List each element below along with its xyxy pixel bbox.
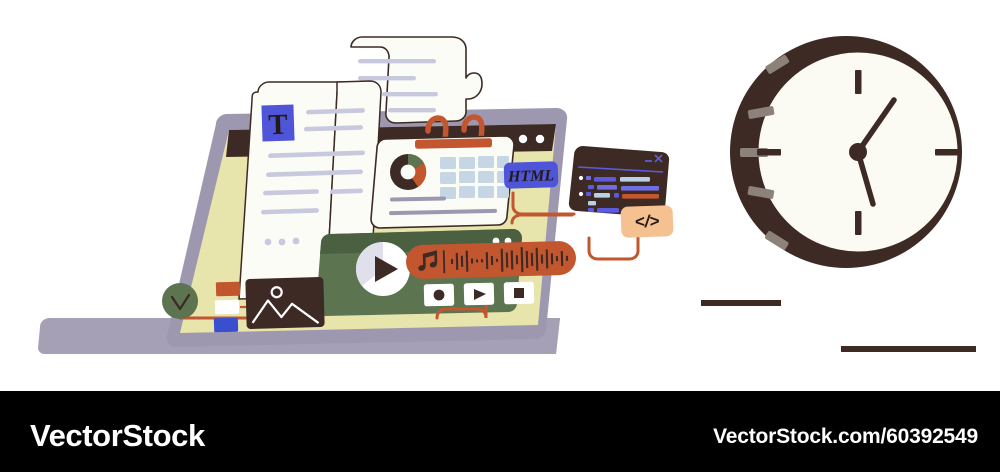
image-placeholder — [245, 277, 325, 329]
mountain-sun-icon — [251, 286, 320, 324]
clock-center-pin — [849, 143, 867, 161]
data-grid — [440, 156, 509, 199]
stop-button[interactable] — [503, 281, 535, 305]
doc-text-line — [382, 92, 438, 97]
binder-ring — [461, 114, 485, 142]
video-dot — [492, 237, 500, 245]
waveform — [450, 247, 569, 273]
swatch-white — [214, 299, 240, 315]
vectorstock-logo-text: VectorStock — [30, 418, 205, 453]
play-icon — [375, 256, 398, 282]
play-control-button[interactable] — [463, 282, 495, 306]
close-icon — [654, 154, 663, 163]
doc-text-line — [358, 76, 416, 81]
titlebar-dot — [518, 134, 528, 144]
text-tool-icon — [261, 104, 295, 142]
doc-dot — [264, 238, 272, 246]
decor-line-left — [701, 300, 781, 306]
dashboard-card — [370, 114, 515, 229]
html-badge: HTML — [503, 161, 559, 189]
clock-hour-hand — [855, 97, 897, 155]
swatch-blue — [213, 317, 239, 333]
text-tool-letter: T — [268, 109, 288, 142]
hour-markers — [757, 70, 959, 235]
check-badge — [162, 283, 198, 319]
vectorstock-url-text: VectorStock.com/60392549 — [713, 425, 978, 448]
code-badge: </> — [620, 205, 674, 238]
swatch-orange — [215, 281, 241, 297]
decor-lines — [701, 300, 976, 352]
binder-ring — [425, 115, 449, 143]
marker-12 — [855, 70, 862, 94]
doc-dot — [292, 237, 300, 245]
binder-strip — [414, 138, 493, 149]
marker-6 — [855, 211, 862, 235]
record-button[interactable] — [423, 283, 455, 307]
marker-9 — [757, 149, 781, 156]
wall-clock — [730, 36, 962, 268]
doc-text-line — [358, 59, 436, 64]
doc-dot — [278, 238, 286, 246]
watermark-footer-bar — [0, 391, 1000, 472]
media-controls[interactable] — [423, 281, 535, 307]
clock-minute-hand — [855, 149, 876, 207]
decor-line-right — [841, 346, 976, 352]
marker-3 — [935, 149, 959, 156]
music-note-icon — [418, 250, 438, 271]
audio-waveform-bar — [406, 241, 576, 279]
html-badge-label: HTML — [507, 167, 555, 185]
illustration-canvas: T — [38, 36, 976, 354]
check-mark-icon — [170, 293, 191, 311]
color-swatches — [213, 281, 250, 333]
code-badge-label: </> — [634, 212, 659, 232]
titlebar-dot — [535, 134, 545, 144]
scroll-document — [350, 36, 483, 124]
donut-chart — [390, 153, 427, 190]
doc-text-line — [388, 108, 436, 113]
